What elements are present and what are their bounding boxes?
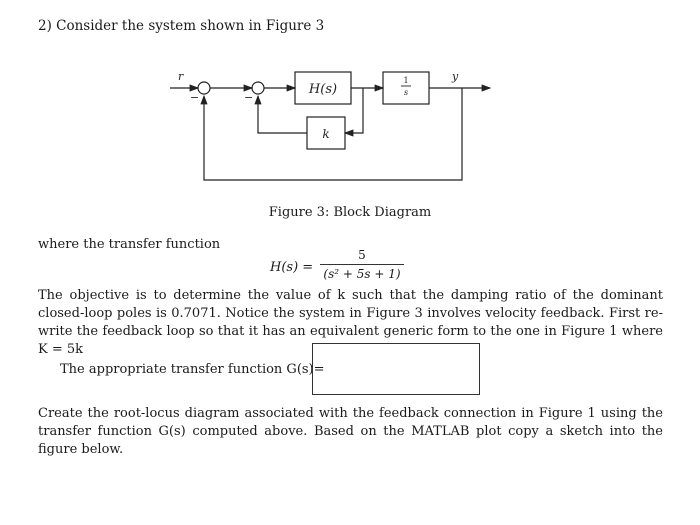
equation-fraction: 5 (s² + 5s + 1) — [320, 248, 404, 281]
fraction-bar — [320, 264, 404, 265]
outer-feedback-line — [200, 88, 463, 181]
integrator-denominator: s — [404, 88, 408, 97]
velocity-feedback-tap — [343, 88, 364, 137]
instruction-paragraph: Create the root-locus diagram associated… — [38, 406, 663, 457]
summing-junction-outer — [197, 81, 211, 95]
block-diagram: r y − − H(s) k 1 s — [170, 70, 492, 181]
figure-caption: Figure 3: Block Diagram — [268, 205, 432, 220]
minus-sign-outer: − — [190, 91, 199, 104]
integrator-numerator: 1 — [403, 76, 408, 85]
answer-input-box[interactable] — [312, 343, 480, 395]
summing-junction-inner — [251, 81, 265, 95]
question-heading: 2) Consider the system shown in Figure 3 — [38, 18, 325, 34]
minus-sign-inner: − — [244, 91, 253, 104]
answer-label: The appropriate transfer function G(s)= — [60, 362, 325, 377]
transfer-function-intro: where the transfer function — [38, 237, 221, 252]
input-label: r — [178, 70, 184, 83]
objective-paragraph: The objective is to determine the value … — [38, 288, 663, 357]
k-block-label: k — [322, 127, 329, 141]
equation-denominator: (s² + 5s + 1) — [323, 267, 401, 281]
equation-lhs: H(s) = — [270, 260, 314, 275]
output-label: y — [451, 70, 459, 83]
velocity-feedback-return — [254, 94, 307, 134]
equation-numerator: 5 — [358, 248, 366, 262]
h-block-label: H(s) — [308, 82, 337, 97]
